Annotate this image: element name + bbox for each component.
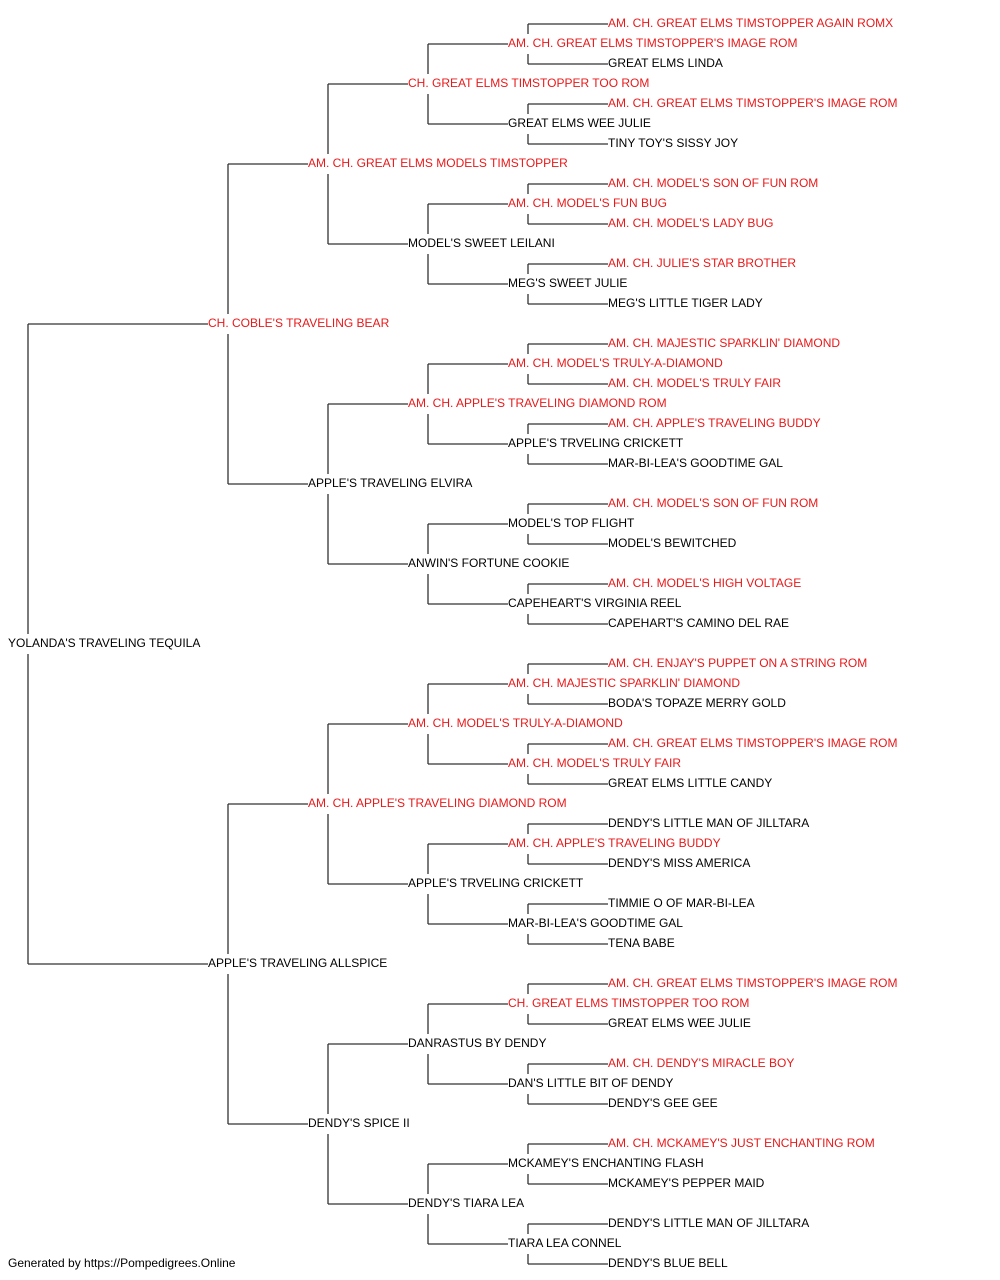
dog-name-gen4: CH. GREAT ELMS TIMSTOPPER TOO ROM	[508, 996, 749, 1010]
dog-name-gen4: MAR-BI-LEA'S GOODTIME GAL	[508, 916, 683, 930]
dog-name-gen1: APPLE'S TRAVELING ALLSPICE	[208, 956, 387, 970]
dog-name-gen5: AM. CH. JULIE'S STAR BROTHER	[608, 256, 796, 270]
dog-name-gen4: AM. CH. MODEL'S FUN BUG	[508, 196, 667, 210]
dog-name-gen4: AM. CH. GREAT ELMS TIMSTOPPER'S IMAGE RO…	[508, 36, 797, 50]
dog-name-gen5: TENA BABE	[608, 936, 675, 950]
dog-name-gen5: MAR-BI-LEA'S GOODTIME GAL	[608, 456, 783, 470]
dog-name-gen2: APPLE'S TRAVELING ELVIRA	[308, 476, 472, 490]
dog-name-gen5: TINY TOY'S SISSY JOY	[608, 136, 738, 150]
dog-name-gen5: TIMMIE O OF MAR-BI-LEA	[608, 896, 755, 910]
dog-name-gen2: AM. CH. GREAT ELMS MODELS TIMSTOPPER	[308, 156, 568, 170]
dog-name-gen3: DANRASTUS BY DENDY	[408, 1036, 546, 1050]
dog-name-gen4: AM. CH. MAJESTIC SPARKLIN' DIAMOND	[508, 676, 740, 690]
dog-name-gen3: DENDY'S TIARA LEA	[408, 1196, 524, 1210]
dog-name-gen5: AM. CH. MCKAMEY'S JUST ENCHANTING ROM	[608, 1136, 875, 1150]
dog-name-gen4: MCKAMEY'S ENCHANTING FLASH	[508, 1156, 704, 1170]
dog-name-gen5: MODEL'S BEWITCHED	[608, 536, 737, 550]
dog-name-gen5: AM. CH. DENDY'S MIRACLE BOY	[608, 1056, 794, 1070]
dog-name-gen5: AM. CH. MAJESTIC SPARKLIN' DIAMOND	[608, 336, 840, 350]
dog-name-gen3: APPLE'S TRVELING CRICKETT	[408, 876, 584, 890]
dog-name-gen4: TIARA LEA CONNEL	[508, 1236, 622, 1250]
dog-name-gen5: CAPEHART'S CAMINO DEL RAE	[608, 616, 789, 630]
dog-name-gen4: AM. CH. MODEL'S TRULY-A-DIAMOND	[508, 356, 723, 370]
dog-name-gen2: AM. CH. APPLE'S TRAVELING DIAMOND ROM	[308, 796, 567, 810]
dog-name-gen4: AM. CH. APPLE'S TRAVELING BUDDY	[508, 836, 721, 850]
dog-name-gen3: ANWIN'S FORTUNE COOKIE	[408, 556, 569, 570]
dog-name-gen5: AM. CH. GREAT ELMS TIMSTOPPER AGAIN ROMX	[608, 16, 893, 30]
dog-name-gen4: APPLE'S TRVELING CRICKETT	[508, 436, 684, 450]
dog-name-gen4: MODEL'S TOP FLIGHT	[508, 516, 635, 530]
dog-name-gen5: AM. CH. GREAT ELMS TIMSTOPPER'S IMAGE RO…	[608, 96, 897, 110]
footer-credit: Generated by https://Pompedigrees.Online	[8, 1256, 236, 1270]
dog-name-gen5: AM. CH. GREAT ELMS TIMSTOPPER'S IMAGE RO…	[608, 976, 897, 990]
dog-name-gen5: MCKAMEY'S PEPPER MAID	[608, 1176, 765, 1190]
dog-name-gen4: DAN'S LITTLE BIT OF DENDY	[508, 1076, 673, 1090]
dog-name-gen4: MEG'S SWEET JULIE	[508, 276, 627, 290]
dog-name-gen4: GREAT ELMS WEE JULIE	[508, 116, 651, 130]
dog-name-gen5: AM. CH. MODEL'S TRULY FAIR	[608, 376, 781, 390]
dog-name-gen5: AM. CH. MODEL'S HIGH VOLTAGE	[608, 576, 801, 590]
dog-name-gen3: AM. CH. APPLE'S TRAVELING DIAMOND ROM	[408, 396, 667, 410]
dog-name-gen5: AM. CH. MODEL'S SON OF FUN ROM	[608, 176, 818, 190]
dog-name-gen5: AM. CH. MODEL'S LADY BUG	[608, 216, 773, 230]
dog-name-gen2: DENDY'S SPICE II	[308, 1116, 410, 1130]
dog-name-gen4: AM. CH. MODEL'S TRULY FAIR	[508, 756, 681, 770]
dog-name-gen5: DENDY'S MISS AMERICA	[608, 856, 750, 870]
dog-name-gen5: AM. CH. MODEL'S SON OF FUN ROM	[608, 496, 818, 510]
dog-name-gen3: CH. GREAT ELMS TIMSTOPPER TOO ROM	[408, 76, 649, 90]
dog-name-gen3: AM. CH. MODEL'S TRULY-A-DIAMOND	[408, 716, 623, 730]
dog-name-gen1: CH. COBLE'S TRAVELING BEAR	[208, 316, 390, 330]
dog-name-gen5: DENDY'S LITTLE MAN OF JILLTARA	[608, 1216, 809, 1230]
dog-name-gen5: DENDY'S BLUE BELL	[608, 1256, 728, 1270]
dog-name-gen5: DENDY'S LITTLE MAN OF JILLTARA	[608, 816, 809, 830]
dog-name-gen5: AM. CH. ENJAY'S PUPPET ON A STRING ROM	[608, 656, 867, 670]
dog-name-gen5: AM. CH. APPLE'S TRAVELING BUDDY	[608, 416, 821, 430]
dog-name-gen5: GREAT ELMS LINDA	[608, 56, 723, 70]
dog-name-gen5: DENDY'S GEE GEE	[608, 1096, 718, 1110]
dog-name-gen5: GREAT ELMS WEE JULIE	[608, 1016, 751, 1030]
dog-name-gen5: MEG'S LITTLE TIGER LADY	[608, 296, 763, 310]
dog-name-gen5: AM. CH. GREAT ELMS TIMSTOPPER'S IMAGE RO…	[608, 736, 897, 750]
dog-name-gen3: MODEL'S SWEET LEILANI	[408, 236, 555, 250]
dog-name-gen4: CAPEHEART'S VIRGINIA REEL	[508, 596, 682, 610]
dog-name-gen5: GREAT ELMS LITTLE CANDY	[608, 776, 772, 790]
dog-name-gen0: YOLANDA'S TRAVELING TEQUILA	[8, 636, 200, 650]
dog-name-gen5: BODA'S TOPAZE MERRY GOLD	[608, 696, 786, 710]
